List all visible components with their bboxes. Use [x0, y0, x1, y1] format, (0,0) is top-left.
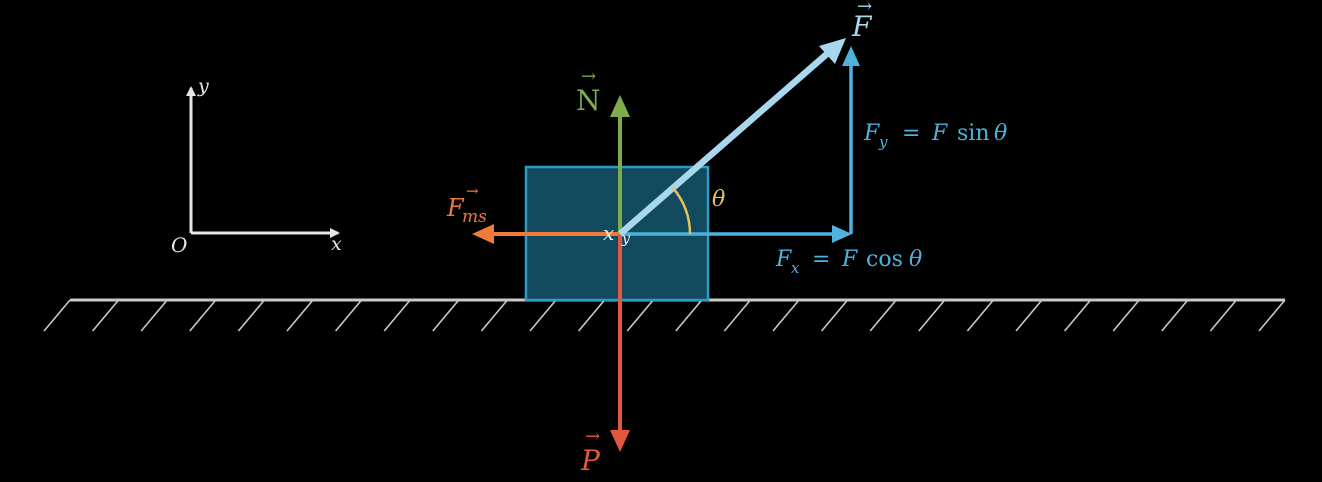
friction-letter: F — [446, 194, 465, 222]
applied-force — [617, 38, 846, 237]
friction-force-label: F → ms — [446, 182, 487, 227]
angle-label: θ — [712, 187, 725, 212]
fx-arrowhead — [832, 225, 852, 243]
ground-hatch — [820, 299, 849, 332]
ground-hatch — [432, 299, 460, 332]
fx-rhs-func: cos — [866, 247, 903, 272]
ground-hatch — [529, 299, 557, 332]
ground-hatch — [383, 299, 411, 332]
applied-force-arrowhead — [819, 38, 846, 64]
fy-equals: = — [902, 121, 920, 146]
applied-force-letter: F — [851, 10, 873, 43]
ground-hatch — [43, 299, 71, 332]
applied-force-label: → F — [851, 0, 873, 43]
weight-force — [610, 234, 630, 452]
block-point-label: x — [603, 221, 614, 245]
weight-arrow-symbol: → — [585, 426, 600, 447]
ground-hatch — [1063, 299, 1092, 332]
ground-hatch — [140, 299, 168, 332]
ground-hatch — [577, 299, 606, 332]
weight-arrowhead — [610, 430, 630, 452]
fx-rhs-letter: F — [841, 247, 858, 272]
fy-rhs-letter: F — [931, 121, 948, 146]
applied-force-arrow-symbol: → — [857, 0, 872, 17]
fx-rhs-angle: θ — [909, 247, 922, 272]
ground-hatch — [237, 299, 266, 332]
fy-arrowhead — [842, 46, 860, 66]
fx-label: F x = F cos θ — [775, 247, 922, 277]
fy-rhs-angle: θ — [994, 121, 1007, 146]
ground-hatch — [1161, 299, 1189, 332]
friction-force — [472, 224, 620, 244]
fx-letter: F — [775, 247, 792, 272]
normal-arrowhead — [610, 95, 630, 117]
ground-hatch — [772, 299, 800, 332]
fx-subscript: x — [791, 259, 800, 277]
ground-hatch — [626, 299, 654, 332]
block-point-label-2: y — [621, 231, 631, 247]
x-axis-label: x — [331, 233, 342, 255]
origin-label: O — [171, 233, 187, 257]
fx-equals: = — [812, 247, 830, 272]
ground-hatch — [918, 299, 946, 332]
normal-force — [610, 95, 630, 234]
coordinate-axes: O x y — [171, 75, 342, 257]
weight-force-letter: P — [580, 444, 601, 477]
fy-component — [842, 46, 860, 234]
normal-force-label: → N — [576, 66, 601, 117]
fy-subscript: y — [878, 133, 888, 151]
y-axis-label: y — [197, 75, 209, 97]
fy-label: F y = F sin θ — [863, 121, 1007, 151]
ground-hatch — [91, 299, 120, 332]
ground-hatch — [1112, 299, 1140, 332]
ground-hatch — [189, 299, 217, 332]
fx-component — [620, 225, 852, 243]
fy-letter: F — [863, 121, 880, 146]
ground — [43, 298, 1286, 332]
ground-hatch — [869, 299, 897, 332]
friction-arrowhead — [472, 224, 494, 244]
normal-arrow-symbol: → — [581, 66, 596, 87]
friction-subscript: ms — [462, 207, 487, 227]
normal-force-letter: N — [576, 84, 601, 117]
friction-arrow-symbol: → — [466, 182, 479, 200]
fy-rhs-func: sin — [957, 121, 990, 146]
ground-hatch — [286, 299, 314, 332]
ground-hatching — [43, 299, 1286, 332]
ground-hatch — [675, 299, 703, 332]
ground-hatch — [1015, 299, 1043, 332]
ground-hatch — [1209, 299, 1238, 332]
weight-force-label: → P — [580, 426, 601, 477]
ground-hatch — [966, 299, 995, 332]
ground-hatch — [723, 299, 752, 332]
ground-hatch — [480, 299, 509, 332]
angle-arc — [672, 187, 692, 235]
ground-hatch — [334, 299, 363, 332]
ground-hatch — [1258, 299, 1286, 332]
